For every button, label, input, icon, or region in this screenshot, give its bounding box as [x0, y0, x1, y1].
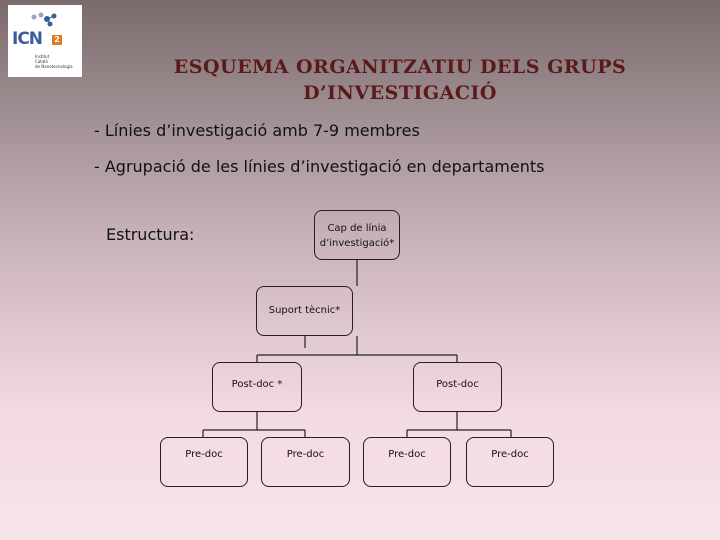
- node-head-label: Cap de línia d’investigació*: [319, 223, 395, 249]
- node-support-label: Suport tècnic*: [268, 305, 341, 316]
- node-postdoc-2: Post-doc: [413, 362, 502, 412]
- icn-logo: ICN 2 Institut Català de Nanotecnologia: [8, 5, 82, 77]
- node-postdoc-2-label: Post-doc: [436, 379, 479, 390]
- slide-title: ESQUEMA ORGANITZATIU DELS GRUPS D’INVEST…: [173, 56, 627, 104]
- node-postdoc-1-label: Post-doc *: [231, 379, 283, 390]
- node-predoc-3: Pre-doc: [363, 437, 451, 487]
- node-predoc-2: Pre-doc: [261, 437, 350, 487]
- bullet-research-lines: - Línies d’investigació amb 7-9 membres: [94, 121, 420, 140]
- node-predoc-2-label: Pre-doc: [286, 449, 325, 460]
- node-head-of-line: Cap de línia d’investigació*: [314, 210, 400, 260]
- node-postdoc-1: Post-doc *: [212, 362, 302, 412]
- node-predoc-4-label: Pre-doc: [491, 449, 529, 460]
- node-predoc-1-label: Pre-doc: [185, 449, 223, 460]
- logo-text: ICN: [12, 29, 43, 49]
- logo-badge: 2: [52, 35, 62, 45]
- node-predoc-1: Pre-doc: [160, 437, 248, 487]
- bullet-departments: - Agrupació de les línies d’investigació…: [94, 157, 545, 176]
- node-technical-support: Suport tècnic*: [256, 286, 353, 336]
- logo-molecule-icon: [31, 12, 57, 27]
- node-predoc-4: Pre-doc: [466, 437, 554, 487]
- node-predoc-3-label: Pre-doc: [388, 449, 426, 460]
- structure-label: Estructura:: [106, 225, 195, 244]
- logo-subtitle: Institut Català de Nanotecnologia: [35, 54, 73, 69]
